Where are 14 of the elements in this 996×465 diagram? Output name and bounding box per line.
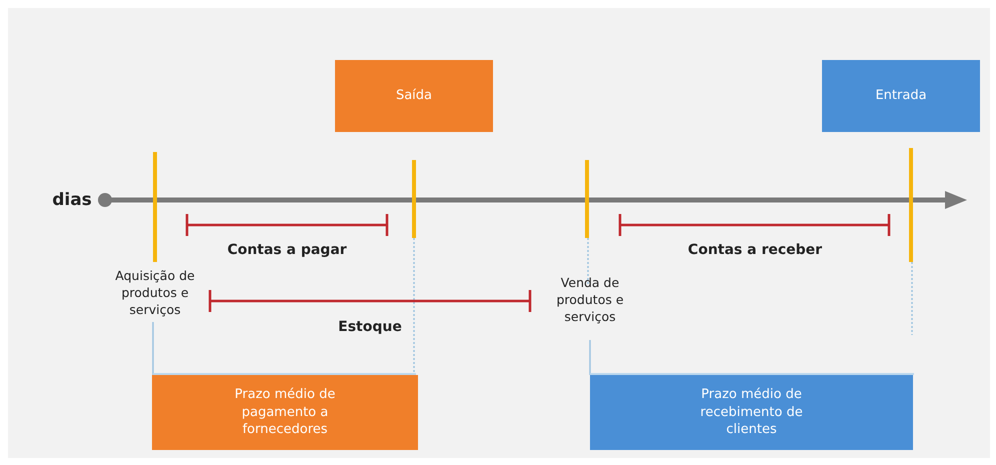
period-box	[152, 375, 418, 450]
event-box	[335, 60, 493, 132]
span-label: Contas a pagar	[226, 241, 348, 260]
event-label: Aquisição de produtos e serviços	[114, 268, 196, 319]
event-box	[822, 60, 980, 132]
box-label: Prazo médio de pagamento a fornecedores	[234, 386, 336, 439]
span-label: Estoque	[337, 318, 403, 337]
box-label: Prazo médio de recebimento de clientes	[699, 386, 804, 439]
event-label: Venda de produtos e serviços	[555, 275, 625, 326]
box-label: Entrada	[875, 87, 927, 105]
box-label: Saída	[396, 87, 432, 105]
axis-label: dias	[51, 189, 93, 212]
span-label: Contas a receber	[686, 241, 824, 260]
period-box	[590, 375, 913, 450]
